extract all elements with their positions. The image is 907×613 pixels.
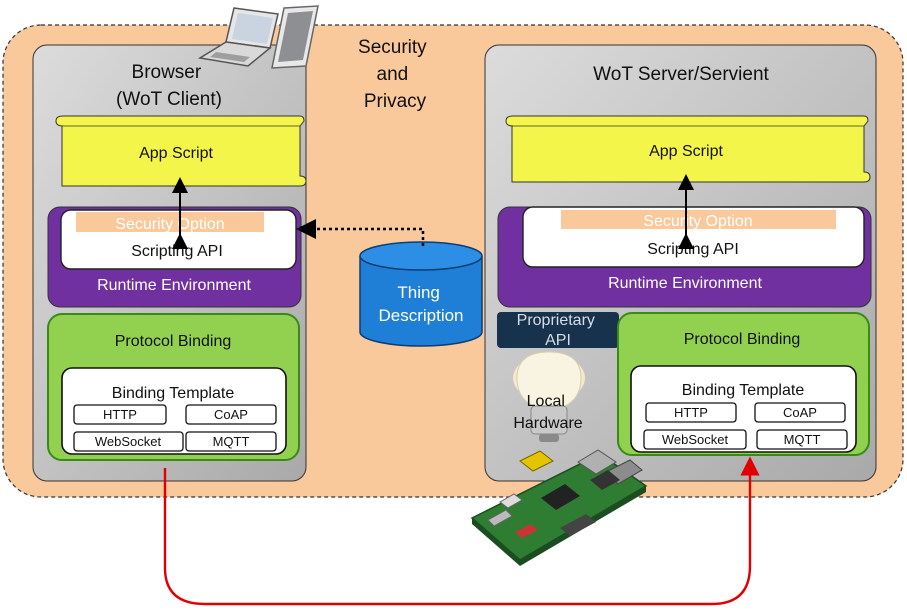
- server-http-chip: [645, 402, 737, 423]
- client-app-script-label: App Script: [139, 145, 213, 162]
- server-coap-label: CoAP: [783, 405, 817, 420]
- client-scripting-api-label: Scripting API: [131, 243, 223, 260]
- thing-description-cylinder: [359, 241, 483, 347]
- light-bulb-icon: [513, 351, 585, 442]
- client-websocket-label: WebSocket: [95, 434, 162, 449]
- local-hardware-line-2: Hardware: [513, 415, 582, 432]
- server-app-script-label: App Script: [649, 143, 723, 160]
- client-runtime-label: Runtime Environment: [97, 277, 251, 294]
- client-title: Browser (WoT Client): [116, 62, 222, 110]
- server-websocket-chip: [643, 429, 747, 450]
- server-mqtt-label: MQTT: [784, 432, 821, 447]
- client-mqtt-label: MQTT: [213, 434, 250, 449]
- proprietary-api-line-1: Proprietary: [517, 312, 595, 329]
- raspberry-pi-board-icon: [470, 449, 648, 566]
- thing-description-line-2: Description: [378, 306, 463, 325]
- proprietary-api-line-2: API: [545, 332, 571, 349]
- thing-description-line-1: Thing: [397, 283, 440, 302]
- binding-connection-line: [163, 456, 760, 606]
- security-privacy-label: Security and Privacy: [358, 37, 432, 112]
- security-label-line-2: and: [377, 64, 409, 85]
- thing-description-label: Thing Description: [378, 283, 463, 325]
- client-security-option-bar: [76, 212, 264, 232]
- security-label-line-1: Security: [358, 37, 427, 58]
- server-app-script-scroll: App Script: [505, 115, 871, 183]
- client-mqtt-chip: [185, 431, 277, 452]
- client-binding-template-label: Binding Template: [112, 385, 235, 402]
- server-protocol-binding-label: Protocol Binding: [684, 331, 801, 348]
- server-security-option-label: Security Option: [643, 213, 752, 230]
- client-security-option-label: Security Option: [115, 216, 224, 233]
- client-title-line-2: (WoT Client): [116, 89, 222, 110]
- client-websocket-chip: [73, 431, 184, 452]
- local-hardware-line-1: Local: [527, 393, 565, 410]
- server-runtime-label: Runtime Environment: [608, 275, 762, 292]
- client-http-label: HTTP: [103, 407, 137, 422]
- client-app-script-scroll: App Script: [55, 115, 307, 187]
- server-binding-template-label: Binding Template: [682, 382, 805, 399]
- client-coap-chip: [185, 404, 277, 425]
- server-websocket-label: WebSocket: [662, 432, 729, 447]
- proprietary-api-box: [497, 312, 619, 348]
- server-mqtt-chip: [756, 429, 848, 450]
- server-title: WoT Server/Servient: [593, 64, 769, 85]
- security-label-line-3: Privacy: [364, 91, 427, 112]
- local-hardware-label: Local Hardware: [513, 393, 582, 432]
- client-protocol-binding-label: Protocol Binding: [115, 333, 232, 350]
- client-title-line-1: Browser: [132, 62, 202, 83]
- client-http-chip: [73, 404, 167, 425]
- server-http-label: HTTP: [674, 405, 708, 420]
- proprietary-api-label: Proprietary API: [517, 312, 600, 349]
- server-scripting-api-label: Scripting API: [647, 241, 739, 258]
- server-coap-chip: [754, 402, 846, 423]
- client-coap-label: CoAP: [214, 407, 248, 422]
- server-security-option-bar: [561, 210, 836, 229]
- laptop-tablet-icon: [197, 5, 319, 69]
